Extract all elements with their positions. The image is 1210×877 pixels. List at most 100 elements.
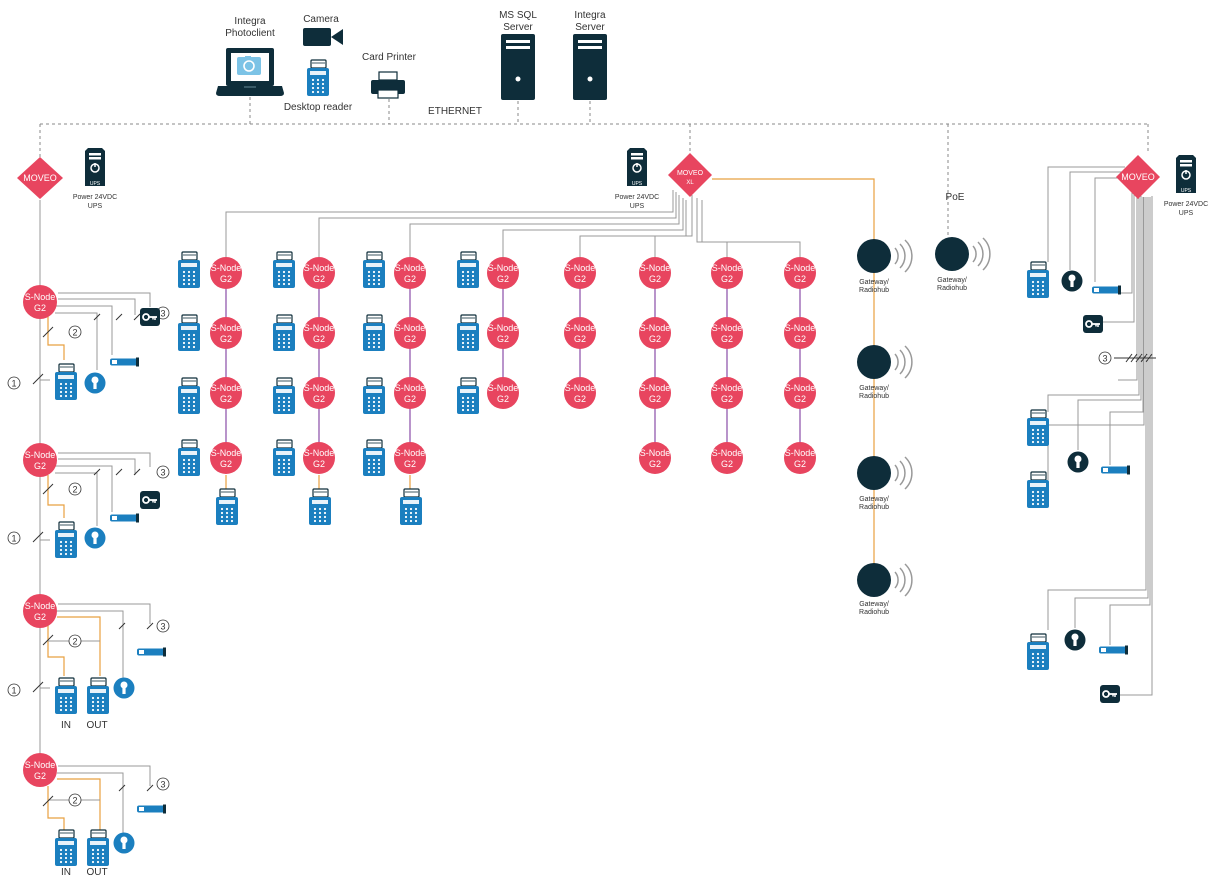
camera-label: Camera xyxy=(303,14,339,25)
integra-server-label-2: Server xyxy=(575,22,605,33)
left-snode-4-l2: G2 xyxy=(34,771,46,781)
left-g2-num2: 2 xyxy=(72,485,77,495)
card-reader-icon xyxy=(177,251,201,289)
snode-label-1: S-Node xyxy=(640,323,671,333)
left-snode-2-l2: G2 xyxy=(34,461,46,471)
key-icon xyxy=(1082,314,1104,334)
left-g1-num3: 3 xyxy=(160,309,165,319)
snode-circle xyxy=(487,317,519,349)
snode-circle xyxy=(210,317,242,349)
card-reader-icon xyxy=(177,439,201,477)
snode-label-2: G2 xyxy=(404,459,416,469)
snode-label-2: G2 xyxy=(574,274,586,284)
snode-circle xyxy=(210,442,242,474)
gateway-4-l1: Gateway/ xyxy=(859,601,889,608)
ups-center-ups: UPS xyxy=(630,203,645,210)
snode-circle xyxy=(564,257,596,289)
ups-right-power: Power 24VDC xyxy=(1164,201,1208,208)
snode-circle xyxy=(784,442,816,474)
card-reader-icon xyxy=(399,488,423,526)
snode-label-2: G2 xyxy=(721,459,733,469)
snode-label-1: S-Node xyxy=(304,263,335,273)
lock-icon xyxy=(113,832,135,854)
integra-server-label-1: Integra xyxy=(574,10,606,21)
snode-label-1: S-Node xyxy=(395,383,426,393)
snode-label-1: S-Node xyxy=(712,448,743,458)
right-num3: 3 xyxy=(1102,354,1107,364)
snode-label-2: G2 xyxy=(313,334,325,344)
snode-label-2: G2 xyxy=(721,334,733,344)
card-reader-icon xyxy=(272,439,296,477)
snode-circle xyxy=(394,377,426,409)
snode-label-2: G2 xyxy=(649,334,661,344)
snode-label-1: S-Node xyxy=(640,448,671,458)
door-sensor-icon xyxy=(110,357,139,367)
snode-label-2: G2 xyxy=(404,274,416,284)
snode-label-2: G2 xyxy=(497,334,509,344)
moveo-xl-bus xyxy=(225,190,801,258)
left-group-1: 2 3 1 xyxy=(7,292,170,401)
key-icon xyxy=(1099,684,1121,704)
snode-label-1: S-Node xyxy=(712,323,743,333)
snode-circle xyxy=(210,377,242,409)
ethernet-label: ETHERNET xyxy=(428,106,482,117)
left-snode-3-l2: G2 xyxy=(34,612,46,622)
photoclient-label-2: Photoclient xyxy=(225,28,275,39)
gateway-2-l1: Gateway/ xyxy=(859,385,889,392)
card-printer-label: Card Printer xyxy=(362,52,417,63)
snode-circle xyxy=(487,377,519,409)
left-group-2: 2 3 1 xyxy=(7,452,170,559)
integra-server-icon xyxy=(573,34,607,100)
snode-label-1: S-Node xyxy=(565,383,596,393)
snode-label-2: G2 xyxy=(404,394,416,404)
snode-label-1: S-Node xyxy=(395,323,426,333)
snode-circle xyxy=(564,377,596,409)
ups-left-icon: UPS xyxy=(84,147,106,187)
left-g3-in: IN xyxy=(61,720,71,731)
left-snode-4-l1: S-Node xyxy=(25,760,56,770)
card-reader-icon xyxy=(1026,261,1050,299)
gateway-icon xyxy=(856,344,913,380)
mssql-label-1: MS SQL xyxy=(499,10,537,21)
ups-right-badge: UPS xyxy=(1181,188,1192,194)
snode-circle xyxy=(303,377,335,409)
snode-circle xyxy=(303,317,335,349)
moveo-xl-label-2: XL xyxy=(686,180,694,186)
card-printer-icon xyxy=(371,71,405,99)
key-icon xyxy=(139,490,161,510)
snode-label-1: S-Node xyxy=(395,448,426,458)
key-icon xyxy=(139,307,161,327)
left-g2-num1: 1 xyxy=(11,534,16,544)
gateway-icon xyxy=(856,455,913,491)
snode-label-2: G2 xyxy=(794,334,806,344)
gateway-2-l2: Radiohub xyxy=(859,393,889,400)
snode-label-1: S-Node xyxy=(488,383,519,393)
snode-label-1: S-Node xyxy=(304,383,335,393)
left-group-4: 2 3 IN OUT xyxy=(42,765,170,877)
snode-circle xyxy=(210,257,242,289)
ethernet-bus xyxy=(39,97,1149,236)
left-snode-4: S-Node G2 xyxy=(23,753,57,787)
desktop-reader-icon xyxy=(306,59,330,97)
left-snode-2-l1: S-Node xyxy=(25,450,56,460)
lock-icon xyxy=(84,372,106,394)
snode-label-2: G2 xyxy=(220,459,232,469)
left-g1-num1: 1 xyxy=(11,379,16,389)
snode-label-1: S-Node xyxy=(712,383,743,393)
left-snode-3: S-Node G2 xyxy=(23,594,57,628)
snode-circle xyxy=(394,257,426,289)
gateway-icon xyxy=(856,238,913,274)
left-group-3: 2 3 1 IN OUT xyxy=(7,603,170,731)
snode-circle xyxy=(784,377,816,409)
snode-label-1: S-Node xyxy=(640,383,671,393)
snode-label-2: G2 xyxy=(794,274,806,284)
card-reader-icon xyxy=(54,363,78,401)
right-bus xyxy=(1047,166,1153,696)
snode-label-1: S-Node xyxy=(488,263,519,273)
